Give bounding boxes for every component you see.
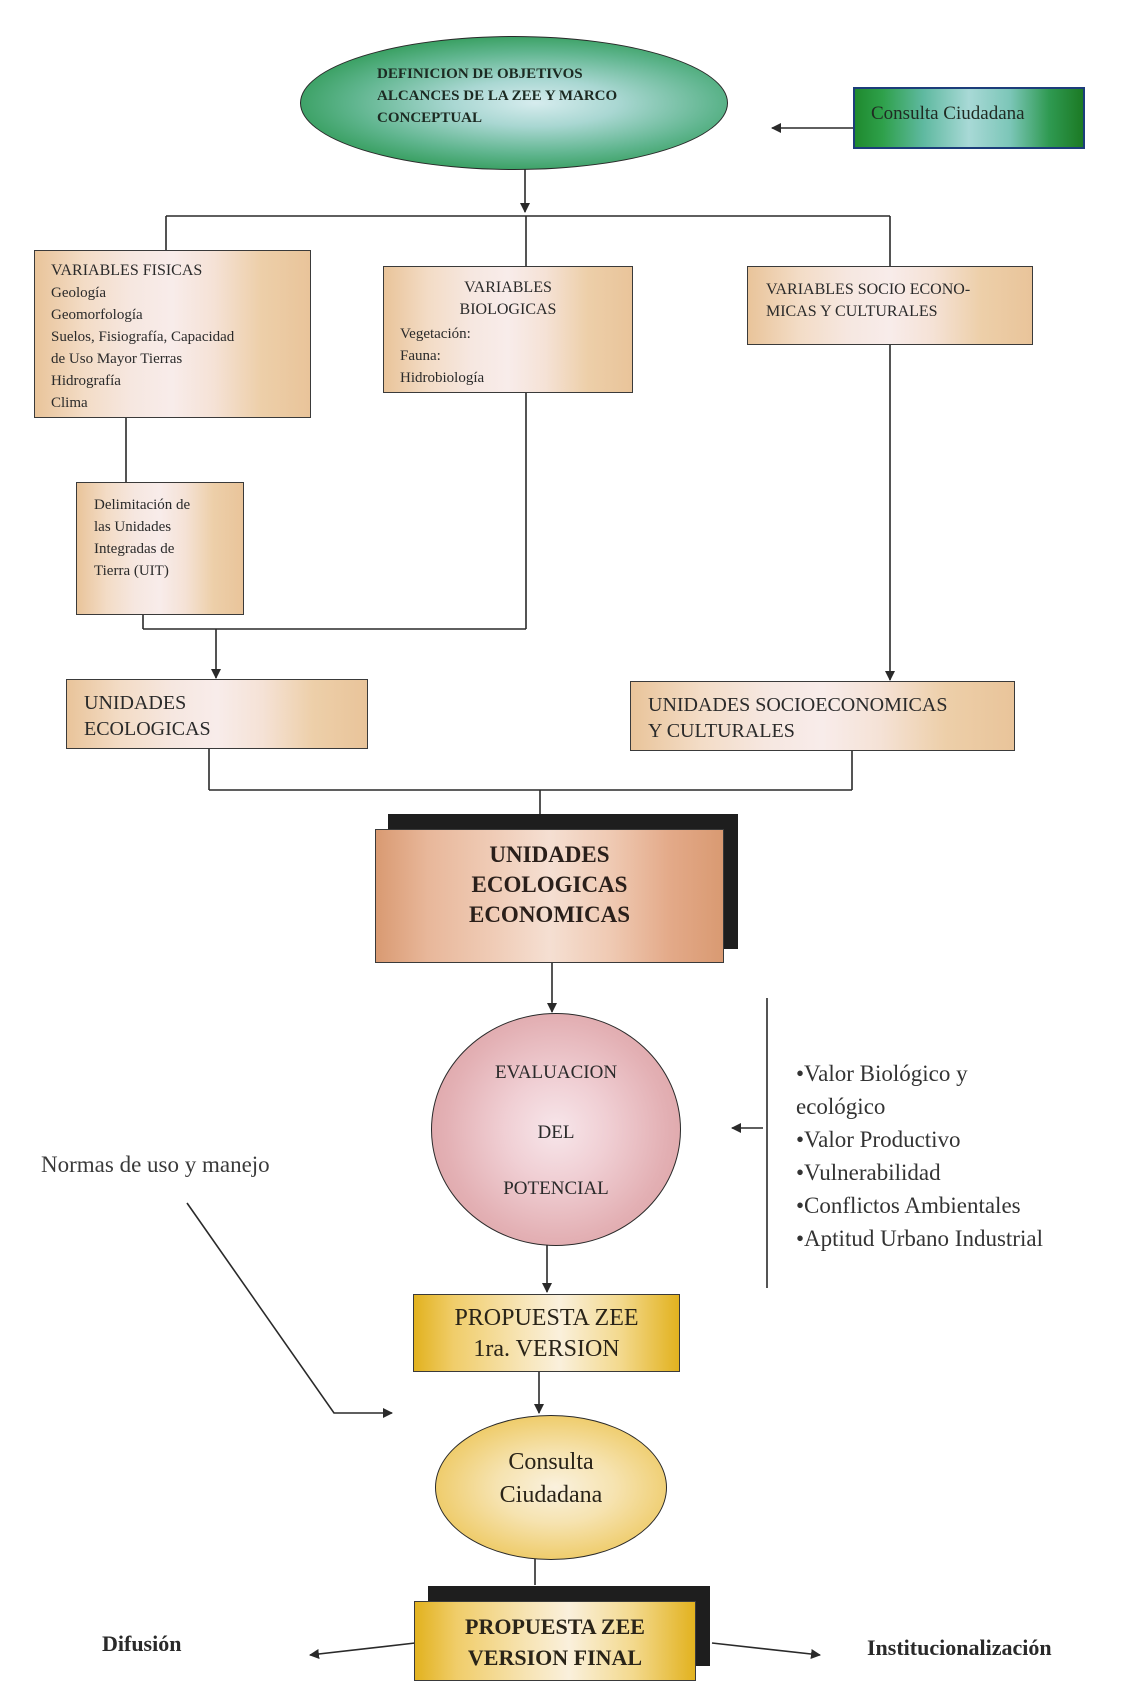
variables-socioeconomicas-title: VARIABLES SOCIO ECONO- MICAS Y CULTURALE… <box>766 281 971 320</box>
variables-socioeconomicas-node: VARIABLES SOCIO ECONO- MICAS Y CULTURALE… <box>747 266 1033 345</box>
criterio-item: •Valor Biológico y ecológico <box>796 1061 968 1119</box>
variables-biologicas-title: VARIABLES BIOLOGICAS <box>459 279 557 318</box>
delimitacion-uit-text: Delimitación de las Unidades Integradas … <box>94 497 191 579</box>
unidades-socioeconomicas-text: UNIDADES SOCIOECONOMICAS Y CULTURALES <box>648 694 948 742</box>
variables-fisicas-item: Hidrografía <box>51 373 121 389</box>
variables-fisicas-item: Clima <box>51 395 88 411</box>
normas-uso-manejo-label: Normas de uso y manejo <box>41 1152 270 1177</box>
variables-biologicas-item: Hidrobiología <box>400 370 485 386</box>
delimitacion-uit-node: Delimitación de las Unidades Integradas … <box>76 482 244 615</box>
connector-to-institucionalizacion <box>711 1642 821 1659</box>
propuesta-1ra-version-text: PROPUESTA ZEE 1ra. VERSION <box>454 1305 639 1362</box>
variables-biologicas-node: VARIABLES BIOLOGICAS Vegetación: Fauna: … <box>383 266 633 393</box>
criterio-item: •Aptitud Urbano Industrial <box>796 1226 1043 1251</box>
difusion-label: Difusión <box>102 1631 182 1656</box>
criterio-item: •Valor Productivo <box>796 1127 961 1152</box>
propuesta-1ra-version-node: PROPUESTA ZEE 1ra. VERSION <box>413 1294 680 1372</box>
variables-fisicas-title: VARIABLES FISICAS <box>51 262 203 279</box>
variables-fisicas-item: Geomorfología <box>51 307 143 323</box>
connector-normas <box>186 1202 393 1418</box>
criterio-item: •Conflictos Ambientales <box>796 1193 1021 1218</box>
variables-biologicas-item: Fauna: <box>400 348 441 364</box>
consulta-ciudadana-top-text: Consulta Ciudadana <box>871 103 1025 124</box>
definicion-objetivos-text: DEFINICION DE OBJETIVOS ALCANCES DE LA Z… <box>377 66 618 126</box>
consulta-ciudadana-bottom-text: Consulta Ciudadana <box>499 1449 603 1508</box>
propuesta-version-final-text: PROPUESTA ZEE VERSION FINAL <box>465 1614 645 1670</box>
unidades-ecologicas-economicas-node: UNIDADES ECOLOGICAS ECONOMICAS <box>375 829 724 963</box>
variables-fisicas-list: Geología Geomorfología Suelos, Fisiograf… <box>51 282 234 414</box>
unidades-ecologicas-text: UNIDADES ECOLOGICAS <box>84 692 211 740</box>
propuesta-version-final-node: PROPUESTA ZEE VERSION FINAL <box>414 1601 696 1681</box>
institucionalizacion-label: Institucionalización <box>867 1635 1052 1660</box>
evaluacion-line1: EVALUACION <box>494 1062 618 1083</box>
evaluacion-potencial-node: EVALUACION DEL POTENCIAL <box>431 1013 681 1246</box>
evaluacion-line2: DEL <box>537 1122 575 1143</box>
variables-biologicas-list: Vegetación: Fauna: Hidrobiología <box>400 323 484 389</box>
variables-fisicas-item: Suelos, Fisiografía, Capacidad <box>51 329 235 345</box>
criterios-list: •Valor Biológico y ecológico •Valor Prod… <box>796 1057 1043 1255</box>
variables-fisicas-node: VARIABLES FISICAS Geología Geomorfología… <box>34 250 311 418</box>
variables-fisicas-item: Geología <box>51 285 106 301</box>
variables-fisicas-item: de Uso Mayor Tierras <box>51 351 183 367</box>
consulta-ciudadana-top-node: Consulta Ciudadana <box>853 87 1085 149</box>
variables-biologicas-item: Vegetación: <box>400 326 471 342</box>
evaluacion-line3: POTENCIAL <box>503 1178 609 1199</box>
consulta-ciudadana-bottom-node: Consulta Ciudadana <box>435 1415 667 1560</box>
unidades-ecologicas-economicas-text: UNIDADES ECOLOGICAS ECONOMICAS <box>468 842 630 927</box>
definicion-objetivos-node: DEFINICION DE OBJETIVOS ALCANCES DE LA Z… <box>300 36 728 170</box>
unidades-ecologicas-node: UNIDADES ECOLOGICAS <box>66 679 368 749</box>
connector-to-difusion <box>309 1642 416 1659</box>
criterio-item: •Vulnerabilidad <box>796 1160 941 1185</box>
unidades-socioeconomicas-node: UNIDADES SOCIOECONOMICAS Y CULTURALES <box>630 681 1015 751</box>
